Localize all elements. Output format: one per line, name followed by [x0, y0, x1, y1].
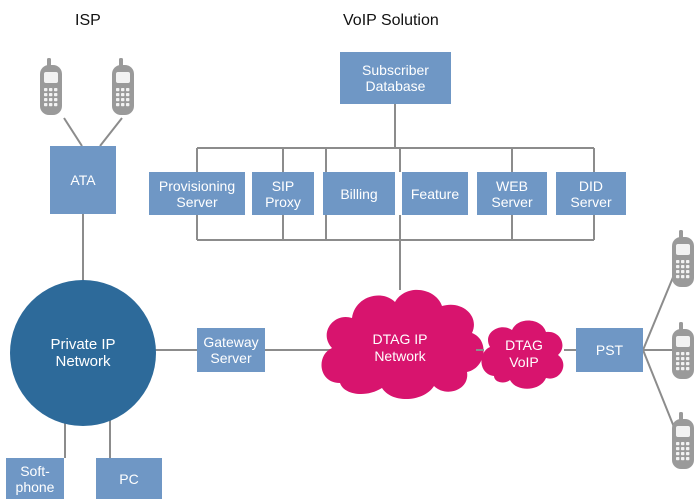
- mobile-phone-icon: [670, 322, 694, 385]
- provisioning-server-box: Provisioning Server: [149, 172, 245, 215]
- mobile-phone-icon: [110, 58, 136, 121]
- mobile-phone-icon: [38, 58, 64, 121]
- did-server-box: DID Server: [556, 172, 626, 215]
- sip-proxy-box: SIP Proxy: [252, 172, 314, 215]
- pst-box: PST: [576, 328, 643, 372]
- softphone-box: Soft- phone: [6, 458, 64, 499]
- billing-box: Billing: [323, 172, 395, 215]
- dtag-ip-network-label: DTAG IP Network: [372, 331, 428, 364]
- pc-box: PC: [96, 458, 162, 499]
- dtag-voip-label: DTAG VoIP: [505, 337, 543, 370]
- ata-box: ATA: [50, 146, 116, 214]
- dtag-ip-cloud: [321, 289, 484, 400]
- gateway-server-box: Gateway Server: [197, 328, 265, 372]
- mobile-phone-icon: [670, 412, 694, 475]
- dtag-voip-cloud: [481, 320, 564, 389]
- voip-solution-heading: VoIP Solution: [343, 12, 439, 29]
- private-ip-network-circle: [10, 280, 156, 426]
- mobile-phone-icon: [670, 230, 694, 293]
- private-ip-network-label: Private IP Network: [50, 336, 116, 370]
- web-server-box: WEB Server: [477, 172, 547, 215]
- isp-heading: ISP: [75, 12, 101, 29]
- subscriber-database-box: Subscriber Database: [340, 52, 451, 104]
- feature-box: Feature: [402, 172, 468, 215]
